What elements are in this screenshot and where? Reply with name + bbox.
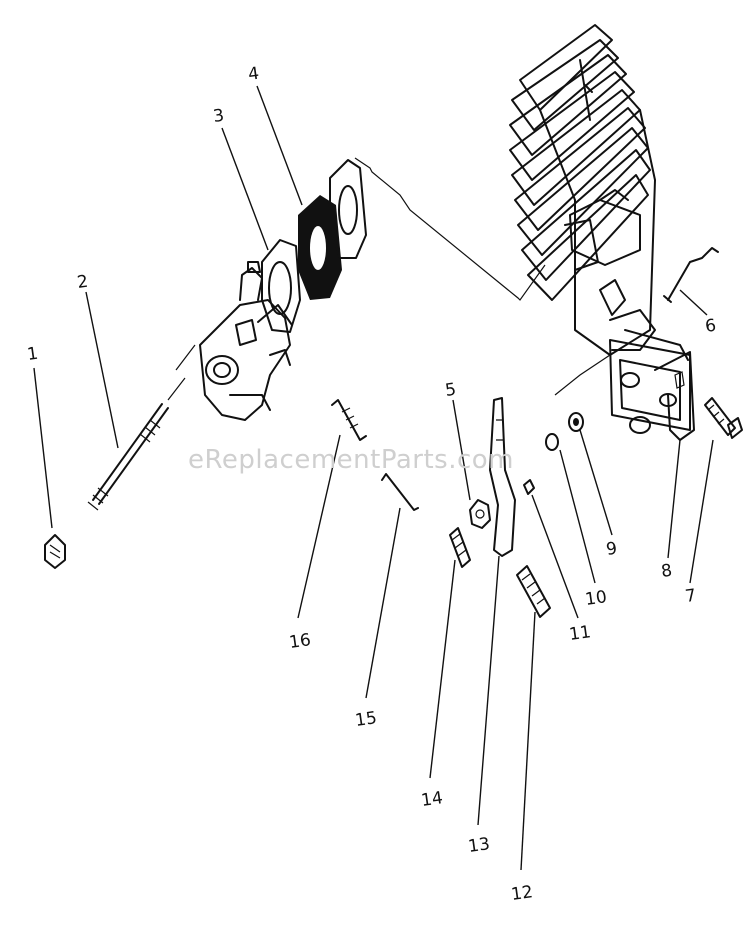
control-bracket [654,351,695,441]
callout-8: 8 [660,561,674,582]
callout-4: 4 [247,64,261,85]
carburetor [199,261,293,421]
watermark: eReplacementParts.com [188,445,514,475]
callout-11: 11 [568,622,592,645]
throttle-link [381,473,419,511]
assembly-guide-line-2 [554,354,611,396]
bushing [568,412,584,432]
bracket-bolt [704,397,743,439]
leader-lines [33,85,714,871]
lever-screw [516,565,551,618]
lever-nut [469,499,491,529]
link-spring [331,399,367,441]
engine-block [509,24,691,434]
assembly-guide-line [354,157,546,301]
callout-7: 7 [684,586,698,607]
intake-gasket [329,159,367,259]
governor-spring [449,527,471,568]
callout-13: 13 [467,834,491,857]
callout-1: 1 [26,344,40,365]
callout-2: 2 [76,272,90,293]
callout-numbers: 1 2 3 4 5 6 7 8 9 10 11 12 13 14 15 16 [26,64,718,905]
callout-5: 5 [444,380,458,401]
callout-10: 10 [584,587,608,610]
callout-16: 16 [288,630,312,653]
washer [545,433,559,451]
choke-rod [663,247,719,303]
callout-9: 9 [605,539,619,560]
callout-3: 3 [212,106,226,127]
governor-lever [489,397,516,557]
callout-14: 14 [420,788,444,811]
callout-12: 12 [510,882,534,905]
stud-nut [44,534,66,569]
carburetor-stud [87,344,196,511]
spring-clip [523,479,535,495]
callout-6: 6 [704,316,718,337]
callout-15: 15 [354,708,378,731]
carburetor-gasket [261,239,301,333]
